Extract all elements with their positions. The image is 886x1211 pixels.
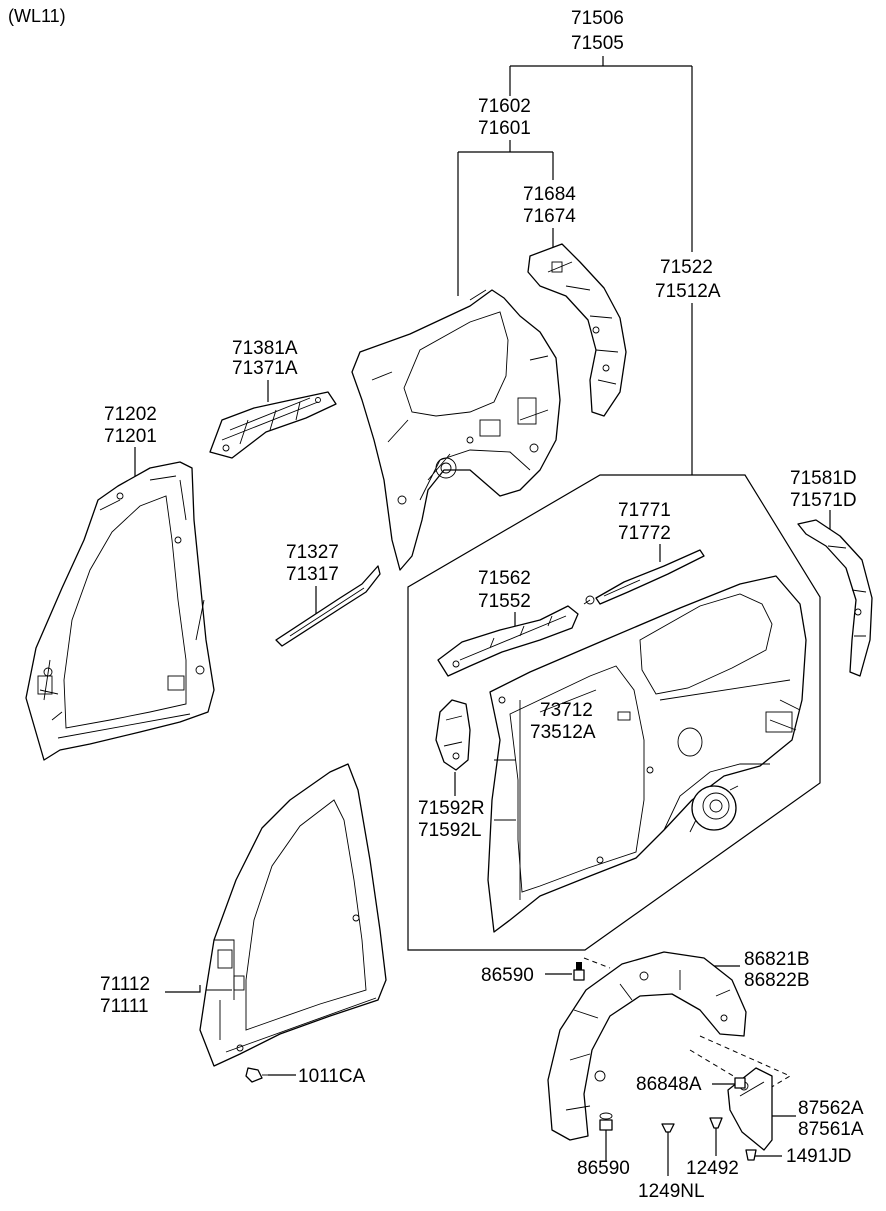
part-reinforcement	[437, 605, 579, 677]
label-12492: 12492	[686, 1158, 739, 1179]
label-71202: 71202	[104, 404, 157, 425]
screw-1249NL-icon	[661, 1123, 675, 1133]
part-rear-corner	[797, 519, 873, 677]
model-code: (WL11)	[8, 6, 66, 26]
assembly-boundary	[407, 474, 821, 951]
leader-71506	[509, 56, 693, 252]
label-71552: 71552	[478, 591, 531, 612]
screw-1011CA-icon	[245, 1067, 268, 1083]
leader-71112	[165, 985, 201, 993]
label-71771: 71771	[618, 500, 671, 521]
part-rear-pillar-inner	[527, 243, 627, 417]
part-roof-rail	[209, 391, 337, 459]
screw-1491JD-icon	[745, 1149, 757, 1161]
label-71592L: 71592L	[418, 820, 481, 841]
label-1011CA: 1011CA	[298, 1066, 366, 1087]
label-71674: 71674	[523, 206, 576, 227]
label-71371A: 71371A	[232, 358, 298, 379]
label-71602: 71602	[478, 96, 531, 117]
label-87562A: 87562A	[798, 1098, 864, 1119]
label-71505: 71505	[571, 33, 624, 54]
label-71684: 71684	[523, 184, 576, 205]
label-71506: 71506	[571, 8, 624, 29]
label-71581D: 71581D	[790, 468, 857, 489]
label-71522: 71522	[660, 257, 713, 278]
label-71772: 71772	[618, 523, 671, 544]
label-71201: 71201	[104, 426, 157, 447]
label-86821B: 86821B	[744, 949, 810, 970]
part-wheel-liner	[547, 951, 747, 1141]
label-71592R: 71592R	[418, 798, 485, 819]
part-front-pillar-inner	[25, 461, 215, 761]
part-fuel-housing	[689, 785, 739, 833]
label-71317: 71317	[286, 564, 339, 585]
label-71327: 71327	[286, 542, 339, 563]
part-quarter-inner	[351, 289, 561, 571]
screw-12492-icon	[709, 1117, 723, 1129]
label-71381A: 71381A	[232, 338, 298, 359]
label-71601: 71601	[478, 118, 531, 139]
label-86822B: 86822B	[744, 970, 810, 991]
clip-86848A-icon	[734, 1077, 746, 1089]
clip-86590-top-icon	[573, 962, 585, 981]
label-71111: 71111	[100, 996, 149, 1017]
label-86590-top: 86590	[481, 965, 534, 986]
label-71512A: 71512A	[655, 281, 721, 302]
leader-71602	[457, 140, 554, 296]
label-86590-bottom: 86590	[577, 1158, 630, 1179]
part-labels: 71506 71505 71602 71601 71684 71674 7152…	[100, 8, 864, 1202]
label-71571D: 71571D	[790, 490, 857, 511]
label-73512A: 73512A	[530, 722, 596, 743]
part-front-side-outer	[199, 763, 387, 1067]
label-71112: 71112	[100, 974, 150, 995]
label-86848A: 86848A	[636, 1074, 702, 1095]
label-1491JD: 1491JD	[786, 1146, 852, 1167]
label-71562: 71562	[478, 568, 531, 589]
label-73712: 73712	[540, 700, 593, 721]
part-side-outer-panel	[487, 575, 807, 933]
part-roof-strip	[583, 549, 705, 605]
part-bracket	[435, 699, 471, 771]
clip-86590-bottom-icon	[599, 1112, 613, 1131]
label-87561A: 87561A	[798, 1119, 864, 1140]
part-sill-strip	[275, 565, 381, 647]
label-1249NL: 1249NL	[638, 1181, 705, 1202]
